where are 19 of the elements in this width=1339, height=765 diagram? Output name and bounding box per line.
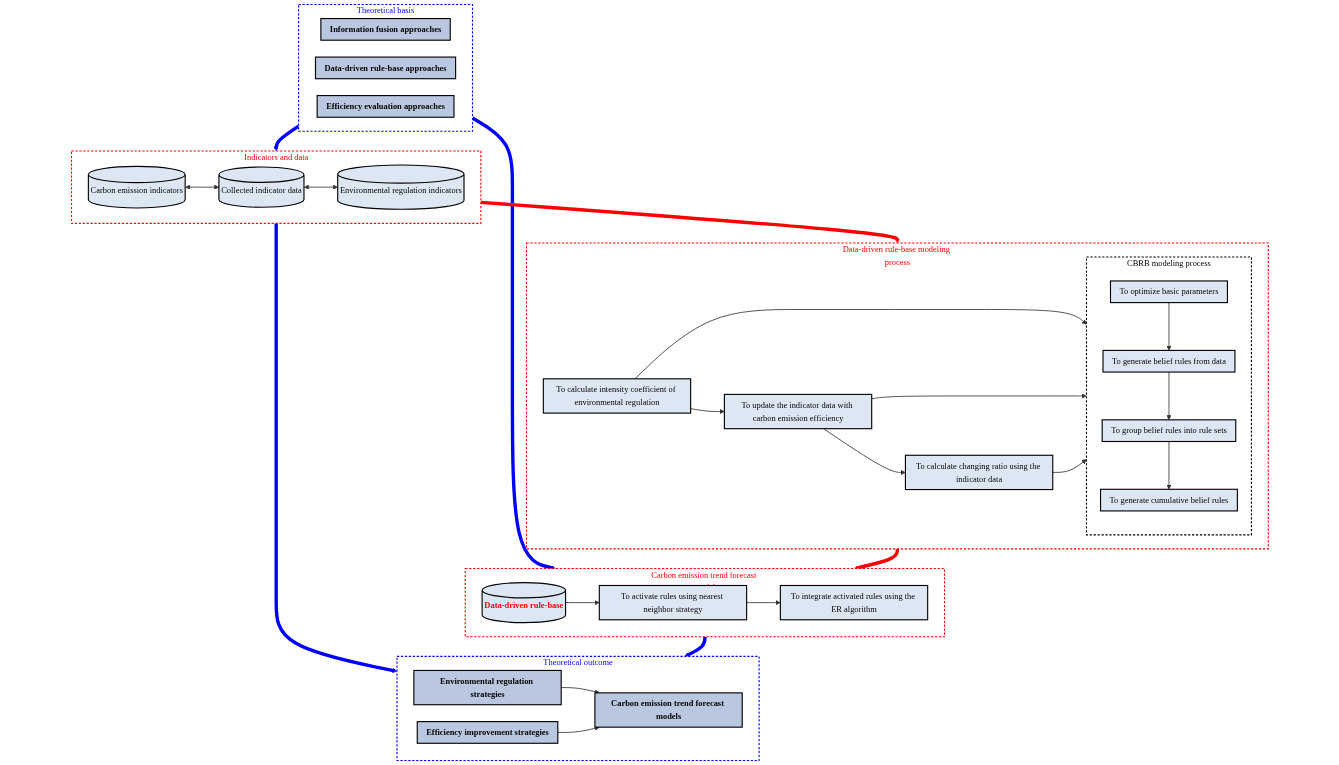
arrow (853, 548, 899, 570)
node-box: To generate belief rules from data (1102, 349, 1236, 373)
node-box: To generate cumulative belief rules (1099, 488, 1238, 512)
node-box: Efficiency evaluation approaches (316, 95, 455, 118)
node-box: Environmental regulation strategies (412, 669, 562, 706)
arrow (274, 223, 397, 673)
node-box: To calculate changing ratio using the indicator data (904, 454, 1053, 491)
node-box: Efficiency improvement strategies (416, 721, 558, 744)
node-box: To calculate intensity coefficient of environmental regulation (542, 378, 691, 414)
node-box: To optimize basic parameters (1109, 280, 1228, 304)
arrow (684, 636, 707, 657)
node-box: To group belief rules into rule sets (1101, 419, 1236, 443)
node-box: Carbon emission trend forecast models (593, 692, 743, 728)
arrow (480, 200, 900, 244)
node-box: To activate rules using nearest neighbor strategy (598, 584, 747, 621)
node-box: Data-driven rule-base approaches (314, 56, 456, 80)
node-box: To integrate activated rules using the ER algorithm (779, 584, 928, 621)
node-box: Information fusion approaches (319, 18, 451, 41)
node-box: To update the indicator data with carbon emission efficiency (723, 393, 872, 430)
